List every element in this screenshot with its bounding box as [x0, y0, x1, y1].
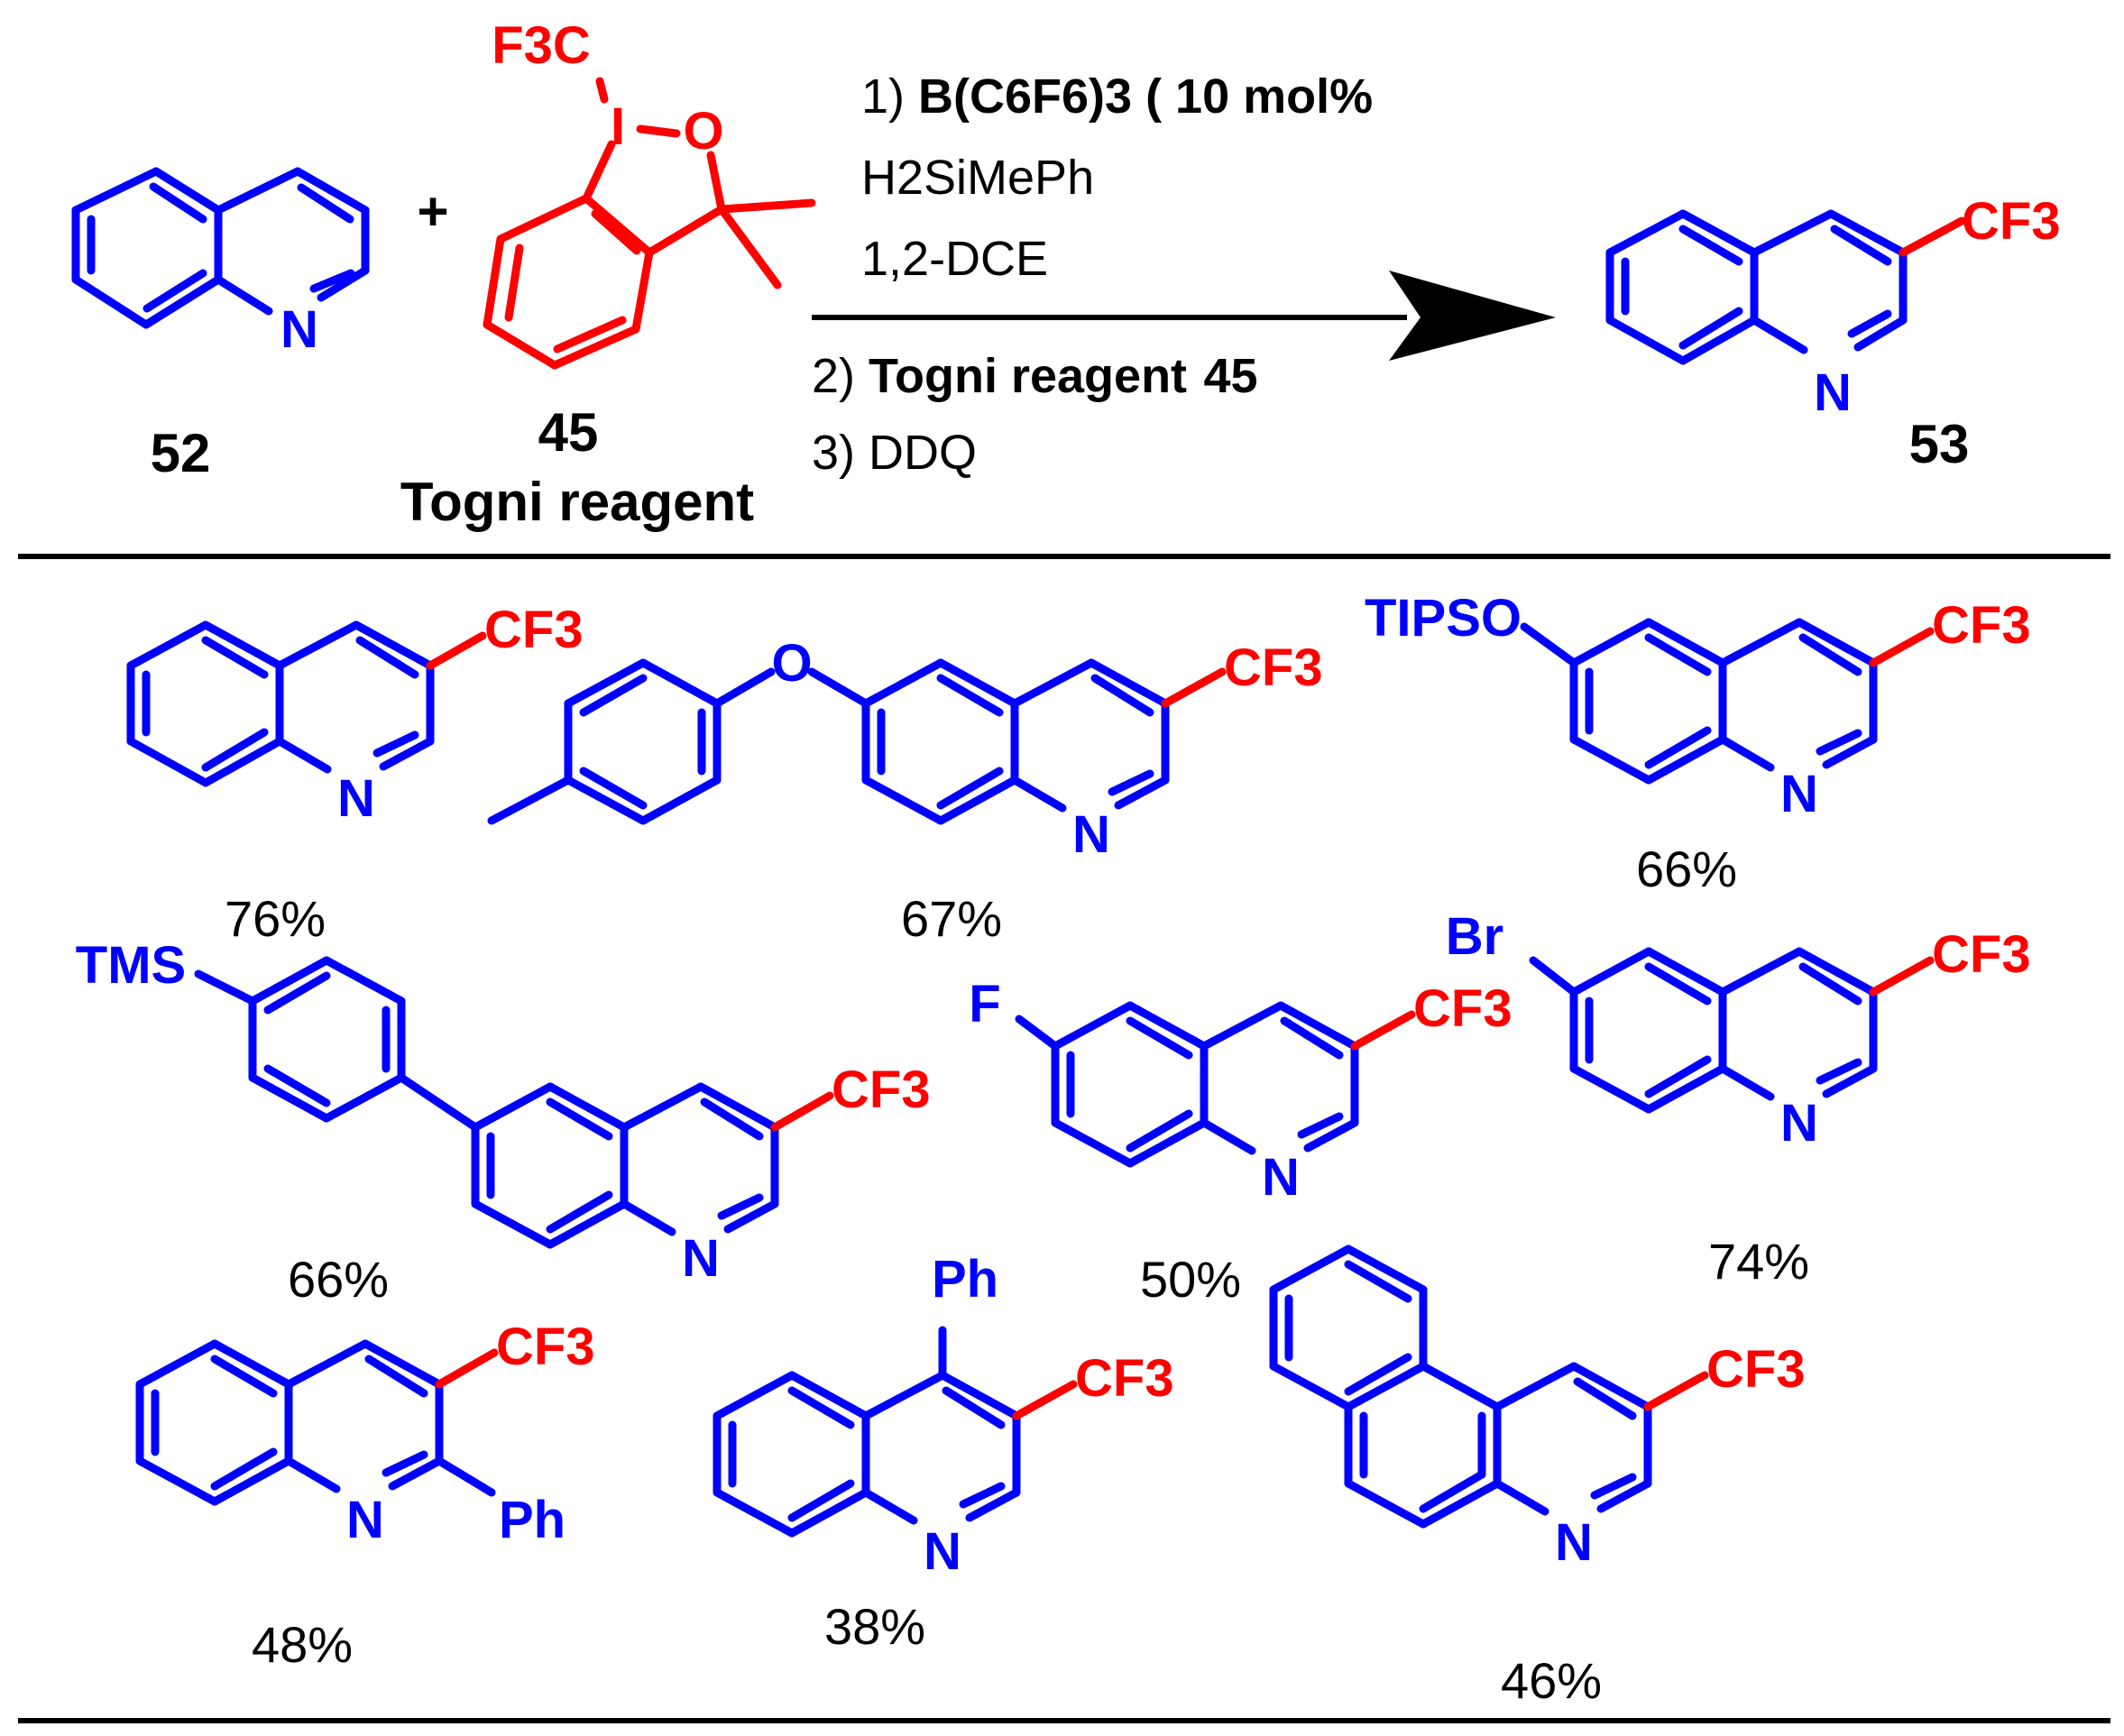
quinoline-52-n-atom: N [280, 300, 318, 359]
scope-entry-5-cf3-group: CF3 [1413, 979, 1513, 1038]
scope-entry-5-f-atom: F [969, 975, 1000, 1033]
product-53-n-atom: N [1814, 363, 1852, 422]
scope-entry-6-cf3-group: CF3 [1932, 925, 2031, 984]
scope-entry-6-n-atom: N [1780, 1094, 1818, 1153]
scope-entry-2-yield: 67% [901, 890, 1002, 947]
scope-entry-4-cf3-bond [770, 1091, 834, 1132]
scope-entry-2-o-atom: O [771, 634, 812, 693]
scope-entry-2-cf3-group: CF3 [1224, 638, 1323, 697]
scope-entry-1-n-atom: N [337, 769, 375, 828]
scope-entry-7-ph-group: Ph [499, 1491, 565, 1549]
product-53-cf3-bond [1899, 216, 1966, 257]
product-53-structure [1605, 209, 1908, 365]
scope-entry-4-structure [194, 956, 779, 1249]
scope-entry-2-structure [487, 658, 1170, 825]
product-53-cf3-group: CF3 [1962, 192, 2061, 251]
reaction-arrow-head [1389, 271, 1556, 361]
scope-entry-2-cf3-bond [1161, 667, 1227, 708]
scope-entry-7-cf3-group: CF3 [496, 1318, 595, 1376]
scope-entry-1-cf3-bond [426, 631, 487, 670]
product-53-label: 53 [1909, 414, 1970, 474]
condition-step1: 1) B(C6F6)3 ( 10 mol% [861, 69, 1373, 124]
scope-entry-7-n-atom: N [346, 1491, 384, 1549]
scope-entry-4-yield: 66% [288, 1251, 389, 1308]
scope-entry-8-cf3-group: CF3 [1075, 1349, 1174, 1408]
scope-entry-1-cf3-group: CF3 [484, 601, 584, 659]
reactant-45-label: 45 [538, 402, 599, 463]
scope-entry-9-n-atom: N [1555, 1513, 1593, 1572]
scope-entry-8-n-atom: N [924, 1522, 961, 1581]
scope-entry-9-cf3-group: CF3 [1706, 1340, 1806, 1399]
scope-entry-3-yield: 66% [1636, 840, 1737, 897]
scope-entry-7-cf3-bond [435, 1348, 499, 1389]
scope-entry-4-tms-group: TMS [76, 936, 186, 995]
scope-entry-2-n-atom: N [1072, 805, 1110, 864]
togni-reagent-name: Togni reagent [400, 472, 754, 532]
scope-entry-4-cf3-group: CF3 [832, 1061, 931, 1119]
plus-sign: + [417, 181, 448, 242]
togni-reagent-structure [483, 77, 816, 370]
scope-entry-9-structure [1269, 1245, 1652, 1529]
scope-entry-3-cf3-bond [1869, 627, 1935, 667]
togni-iodine-atom: I [611, 97, 625, 156]
scope-entry-6-cf3-bond [1869, 956, 1935, 997]
scope-entry-1-yield: 76% [225, 890, 326, 947]
scope-entry-3-structure [1520, 618, 1878, 785]
togni-cf3-group: F3C [492, 16, 591, 75]
condition-silane: H2SiMePh [861, 151, 1094, 205]
scope-entry-8-structure [713, 1326, 1021, 1538]
scope-entry-1-structure [126, 620, 435, 787]
scope-entry-8-yield: 38% [824, 1598, 925, 1655]
condition-solvent: 1,2-DCE [861, 232, 1048, 286]
scope-entry-5-structure [1015, 1001, 1359, 1168]
condition-step3: 3) DDQ [812, 426, 977, 480]
scope-entry-5-n-atom: N [1262, 1148, 1300, 1207]
scope-entry-6-br-atom: Br [1446, 907, 1503, 966]
quinoline-52-structure [71, 167, 370, 329]
scope-entry-6-structure [1529, 947, 1878, 1114]
scope-entry-3-tipso-group: TIPSO [1365, 589, 1522, 648]
scope-entry-5-yield: 50% [1140, 1251, 1241, 1308]
scope-entry-4-n-atom: N [682, 1229, 720, 1288]
scope-entry-3-n-atom: N [1780, 765, 1818, 823]
scope-entry-8-ph-group: Ph [932, 1250, 998, 1309]
reactant-52-label: 52 [151, 423, 211, 483]
scope-entry-9-cf3-bond [1643, 1371, 1709, 1411]
togni-oxygen-atom: O [683, 102, 723, 161]
scope-entry-3-cf3-group: CF3 [1932, 596, 2031, 655]
scope-entry-8-cf3-bond [1012, 1380, 1078, 1420]
scope-entry-9-yield: 46% [1501, 1652, 1602, 1709]
scope-entry-5-cf3-bond [1350, 1010, 1416, 1051]
scope-entry-7-yield: 48% [252, 1616, 353, 1673]
scope-entry-6-yield: 74% [1708, 1233, 1809, 1290]
condition-step2: 2) Togni reagent 45 [812, 349, 1258, 403]
scope-entry-7-structure [135, 1339, 496, 1506]
